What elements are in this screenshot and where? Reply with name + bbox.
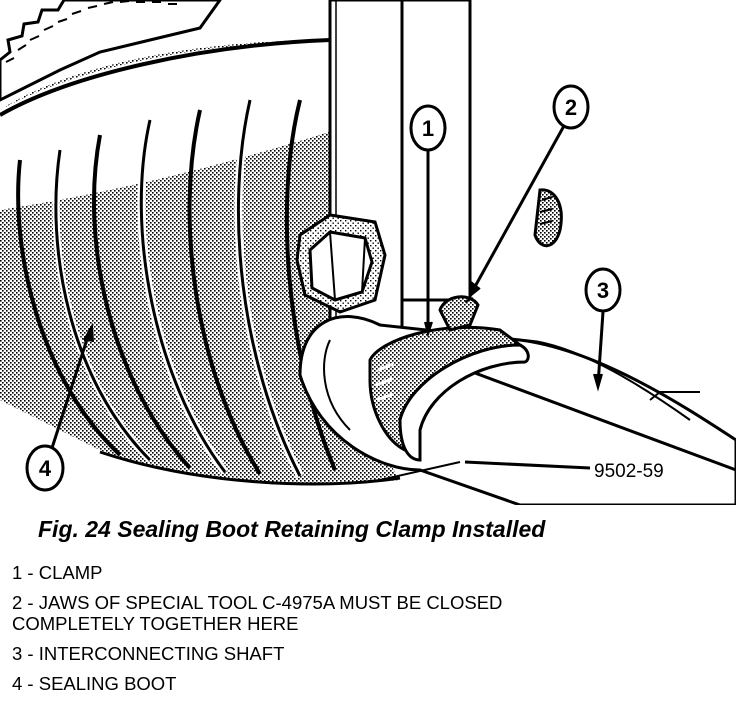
drawing-code: 9502-59 bbox=[594, 461, 664, 482]
nut bbox=[533, 188, 563, 248]
callout-1: 1 bbox=[409, 104, 447, 152]
legend-item-tool-jaws: 2 - JAWS OF SPECIAL TOOL C-4975A MUST BE… bbox=[12, 592, 503, 634]
leader-line-code bbox=[464, 460, 591, 470]
clamp-illustration: 1 2 3 4 9502-59 bbox=[0, 0, 736, 505]
legend-item-interconnecting-shaft: 3 - INTERCONNECTING SHAFT bbox=[12, 643, 285, 664]
leader-lines bbox=[50, 123, 605, 481]
svg-text:3: 3 bbox=[597, 278, 609, 303]
leader-line-4 bbox=[50, 329, 92, 449]
gear-teeth bbox=[0, 0, 222, 102]
svg-text:4: 4 bbox=[39, 456, 52, 481]
leader-line-3 bbox=[596, 311, 605, 386]
legend-item-sealing-boot: 4 - SEALING BOOT bbox=[12, 673, 177, 694]
callout-legend: 1 - CLAMP 2 - JAWS OF SPECIAL TOOL C-497… bbox=[12, 562, 702, 703]
retaining-clamp bbox=[368, 295, 530, 462]
callout-3: 3 bbox=[584, 267, 622, 313]
leader-line-2 bbox=[470, 123, 567, 293]
legend-item-clamp: 1 - CLAMP bbox=[12, 562, 103, 583]
callout-2: 2 bbox=[552, 84, 590, 130]
figure-caption: Fig. 24 Sealing Boot Retaining Clamp Ins… bbox=[38, 516, 546, 542]
hex-bolt bbox=[295, 213, 387, 314]
svg-text:2: 2 bbox=[565, 95, 577, 120]
svg-text:1: 1 bbox=[422, 116, 434, 141]
callout-4: 4 bbox=[25, 444, 65, 492]
